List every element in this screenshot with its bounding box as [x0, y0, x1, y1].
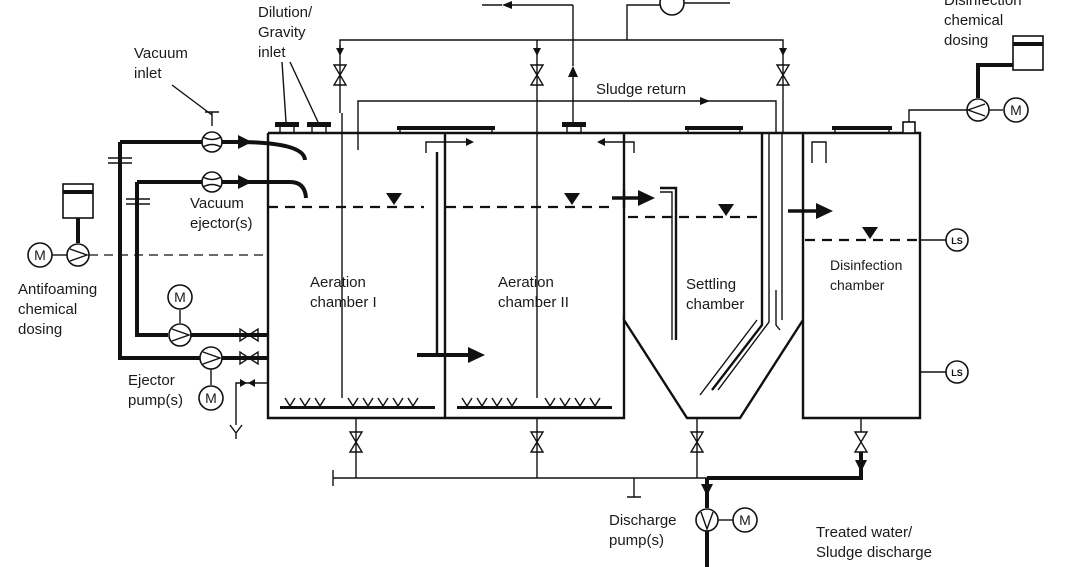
ejector-pumps: M M [167, 284, 268, 439]
valve-bottom-4 [853, 431, 869, 453]
top-piping [332, 0, 791, 150]
level-marker-1 [386, 193, 402, 205]
level-switches: LS LS [920, 228, 969, 384]
dosing-nozzle [902, 121, 916, 134]
internal-flow [417, 133, 833, 396]
disinfection-motor [1003, 97, 1029, 123]
ejector-pump-label-2: pump(s) [128, 392, 183, 409]
dilution-label-2: Gravity [258, 24, 306, 41]
sludge-nozzle [562, 122, 586, 127]
labels: Vacuum inlet Dilution/ Gravity inlet Dis… [18, 0, 1022, 561]
valve-bottom-3 [689, 431, 705, 453]
valve-top-2 [529, 64, 545, 86]
aeration-2-label-2: chamber II [498, 294, 569, 311]
dilution-label-3: inlet [258, 44, 286, 61]
disinfection-chamber-label-1: Disinfection [830, 257, 902, 273]
ejector-motor-2 [198, 385, 224, 411]
water-levels [268, 193, 918, 242]
antifoaming-label-2: chemical [18, 301, 77, 318]
antifoaming-dosing: M [27, 183, 268, 268]
ejector-valve-1 [239, 327, 259, 343]
ejector-pump-label-1: Ejector [128, 372, 175, 389]
vacuum-inlet-label-2: inlet [134, 65, 162, 82]
level-switch-high-label: LS [951, 236, 963, 246]
ejector-motor-2-label: M [205, 390, 217, 406]
disinfection-dosing-label-1: Disinfection [944, 0, 1022, 9]
disinfection-motor-label: M [1010, 102, 1022, 118]
antifoam-motor-label: M [34, 247, 46, 263]
aeration-2-label-1: Aeration [498, 274, 554, 291]
treated-water-label-2: Sludge discharge [816, 544, 932, 561]
disinfection-chamber-label-2: chamber [830, 277, 885, 293]
treated-water-label-1: Treated water/ [816, 524, 913, 541]
dilution-nozzle-2 [307, 122, 331, 127]
disinfection-pump [966, 98, 990, 122]
hatch-4 [832, 126, 892, 130]
antifoaming-label-1: Antifoaming [18, 281, 97, 298]
ejector-motor-1-label: M [174, 289, 186, 305]
disinfection-tank [1012, 35, 1044, 71]
hatch-3 [685, 126, 743, 130]
discharge-motor [732, 507, 758, 533]
hatch-1 [397, 126, 495, 130]
blower-pump-top [659, 0, 685, 16]
vacuum-ejector-label-1: Vacuum [190, 195, 244, 212]
level-switch-high [945, 228, 969, 252]
valve-top-1 [332, 64, 348, 86]
ejector-motor-1 [167, 284, 193, 310]
vacuum-valve-2 [201, 171, 223, 193]
level-marker-2 [564, 193, 580, 205]
level-switch-low [945, 360, 969, 384]
aeration-diffusers [280, 113, 612, 409]
vacuum-inlet-label-1: Vacuum [134, 45, 188, 62]
aeration-1-label-1: Aeration [310, 274, 366, 291]
disinfection-dosing: M [908, 35, 1044, 123]
valve-top-3 [775, 64, 791, 86]
ejector-valve-2 [239, 350, 259, 366]
discharge-pump-label-2: pump(s) [609, 532, 664, 549]
discharge-pump-label-1: Discharge [609, 512, 677, 529]
sludge-return-label: Sludge return [596, 81, 686, 98]
aeration-1-label-2: chamber I [310, 294, 377, 311]
level-marker-4 [862, 227, 878, 239]
discharge-motor-label: M [739, 512, 751, 528]
tank-structure [266, 121, 922, 420]
valve-bottom-2 [529, 431, 545, 453]
vacuum-valve-1 [201, 131, 223, 153]
antifoaming-label-3: dosing [18, 321, 62, 338]
settling-label-2: chamber [686, 296, 744, 313]
dilution-label-1: Dilution/ [258, 4, 313, 21]
level-marker-3 [718, 204, 734, 216]
dilution-nozzle-1 [275, 122, 299, 127]
vacuum-ejector-label-2: ejector(s) [190, 215, 253, 232]
bottom-discharge: M [332, 418, 869, 567]
disinfection-dosing-label-3: dosing [944, 32, 988, 49]
settling-label-1: Settling [686, 276, 736, 293]
disinfection-dosing-label-2: chemical [944, 12, 1003, 29]
vacuum-inlet-piping [108, 84, 308, 360]
valve-bottom-1 [348, 431, 364, 453]
antifoam-tank [62, 183, 94, 219]
level-switch-low-label: LS [951, 368, 963, 378]
